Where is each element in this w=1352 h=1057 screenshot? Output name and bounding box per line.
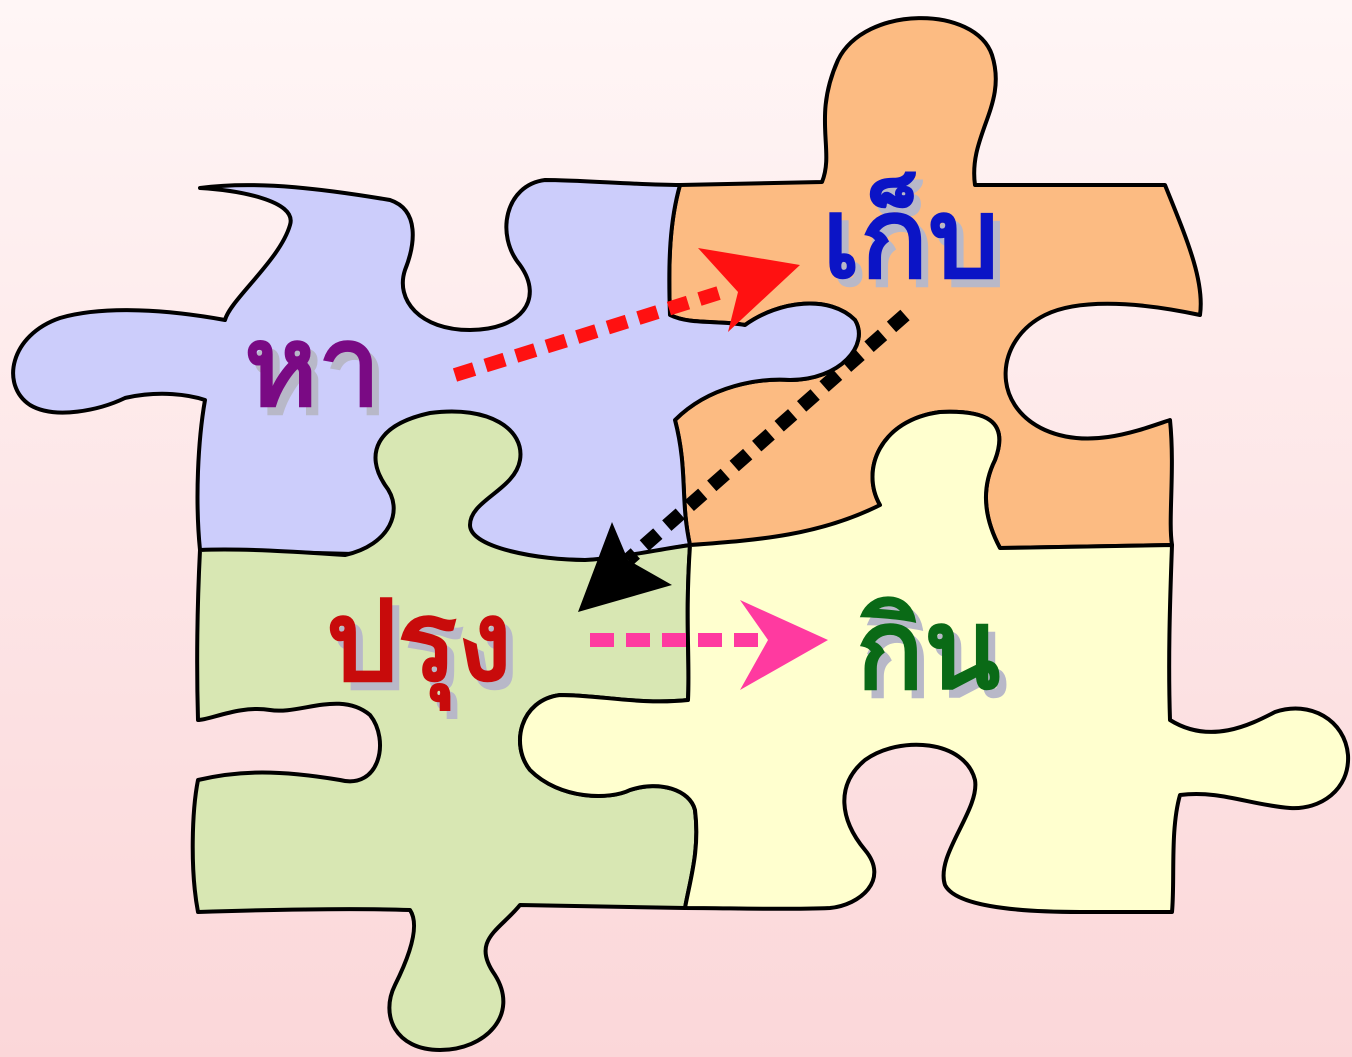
label-store-shadow: เก็บ xyxy=(829,179,1006,312)
label-find: หา xyxy=(244,302,381,432)
label-cook: ปรุง xyxy=(326,577,512,712)
label-store: เก็บ xyxy=(822,171,999,304)
label-eat: กิน xyxy=(856,585,1000,715)
label-eat-shadow: กิน xyxy=(863,593,1007,723)
arrow-find-to-store xyxy=(452,248,800,382)
arrow-cook-to-eat xyxy=(590,600,828,690)
label-cook-shadow: ปรุง xyxy=(333,585,519,720)
label-find-shadow: หา xyxy=(251,310,388,440)
puzzle-piece-eat xyxy=(518,409,1351,914)
arrow-store-to-cook xyxy=(578,309,910,612)
puzzle-piece-find xyxy=(11,178,861,562)
